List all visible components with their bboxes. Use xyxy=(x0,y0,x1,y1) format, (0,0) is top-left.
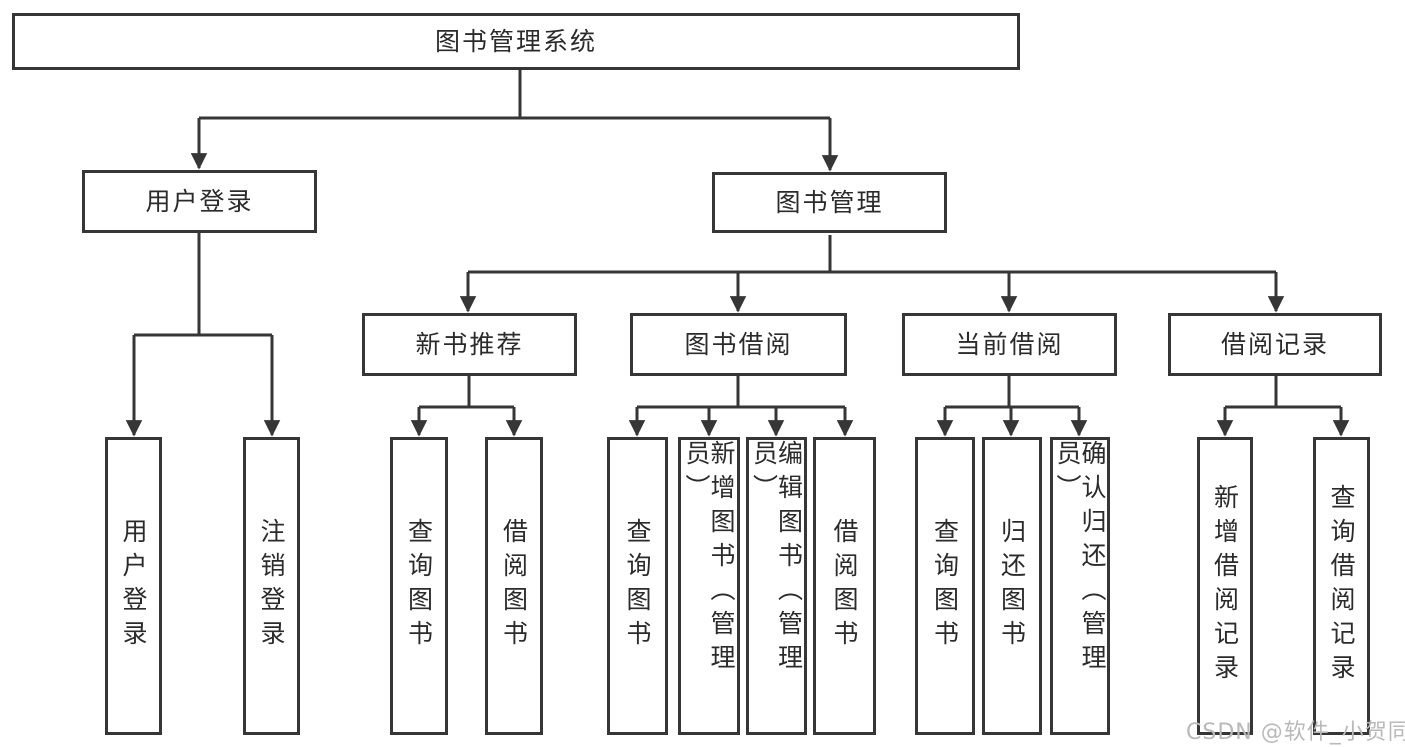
leaf-query-borrow-record: 查询借阅记录 xyxy=(1313,437,1370,735)
leaf-edit-books-admin: 编辑图书（管理员） xyxy=(746,437,807,735)
leaf-query-books-borrow-label: 查询图书 xyxy=(623,518,652,654)
leaf-borrow-books-recommend-label: 借阅图书 xyxy=(499,518,529,654)
leaf-confirm-return-admin: 确认归还（管理员） xyxy=(1050,437,1110,735)
node-new-book-recommendation-label: 新书推荐 xyxy=(415,330,524,359)
leaf-return-books: 归还图书 xyxy=(982,437,1042,735)
leaf-borrow-books-recommend: 借阅图书 xyxy=(485,437,543,735)
node-book-borrowing: 图书借阅 xyxy=(630,313,847,376)
node-current-borrowing: 当前借阅 xyxy=(902,313,1117,376)
watermark: CSDN @软件_小贺同学 xyxy=(1186,720,1405,745)
node-user-login: 用户登录 xyxy=(82,170,317,233)
leaf-logout-label: 注销登录 xyxy=(257,518,286,654)
node-user-login-label: 用户登录 xyxy=(145,187,254,216)
node-root: 图书管理系统 xyxy=(12,13,1020,70)
node-new-book-recommendation: 新书推荐 xyxy=(362,313,577,376)
leaf-borrow-books: 借阅图书 xyxy=(813,437,876,735)
node-book-management: 图书管理 xyxy=(712,172,947,233)
leaf-add-books-admin: 新增图书（管理员） xyxy=(678,437,740,735)
leaf-logout: 注销登录 xyxy=(243,437,300,735)
leaf-user-login: 用户登录 xyxy=(105,437,162,735)
leaf-query-borrow-record-label: 查询借阅记录 xyxy=(1327,484,1356,688)
node-borrowing-records-label: 借阅记录 xyxy=(1220,330,1329,359)
leaf-add-borrow-record-label: 新增借阅记录 xyxy=(1210,484,1240,688)
leaf-query-books-current-label: 查询图书 xyxy=(930,518,960,654)
leaf-add-borrow-record: 新增借阅记录 xyxy=(1197,437,1253,735)
leaf-user-login-label: 用户登录 xyxy=(119,518,148,654)
leaf-query-books-recommend-label: 查询图书 xyxy=(404,518,434,654)
leaf-edit-books-admin-label: 编辑图书（管理员） xyxy=(749,440,804,678)
node-borrowing-records: 借阅记录 xyxy=(1168,313,1382,376)
leaf-query-books-borrow: 查询图书 xyxy=(607,437,668,735)
leaf-return-books-label: 归还图书 xyxy=(997,518,1027,654)
node-book-borrowing-label: 图书借阅 xyxy=(684,330,793,359)
node-current-borrowing-label: 当前借阅 xyxy=(955,330,1064,359)
leaf-query-books-current: 查询图书 xyxy=(915,437,975,735)
leaf-query-books-recommend: 查询图书 xyxy=(390,437,448,735)
leaf-borrow-books-label: 借阅图书 xyxy=(830,518,859,654)
node-book-management-label: 图书管理 xyxy=(775,188,884,217)
leaf-confirm-return-admin-label: 确认归还（管理员） xyxy=(1053,440,1107,678)
leaf-add-books-admin-label: 新增图书（管理员） xyxy=(682,440,736,678)
node-root-label: 图书管理系统 xyxy=(434,27,597,56)
